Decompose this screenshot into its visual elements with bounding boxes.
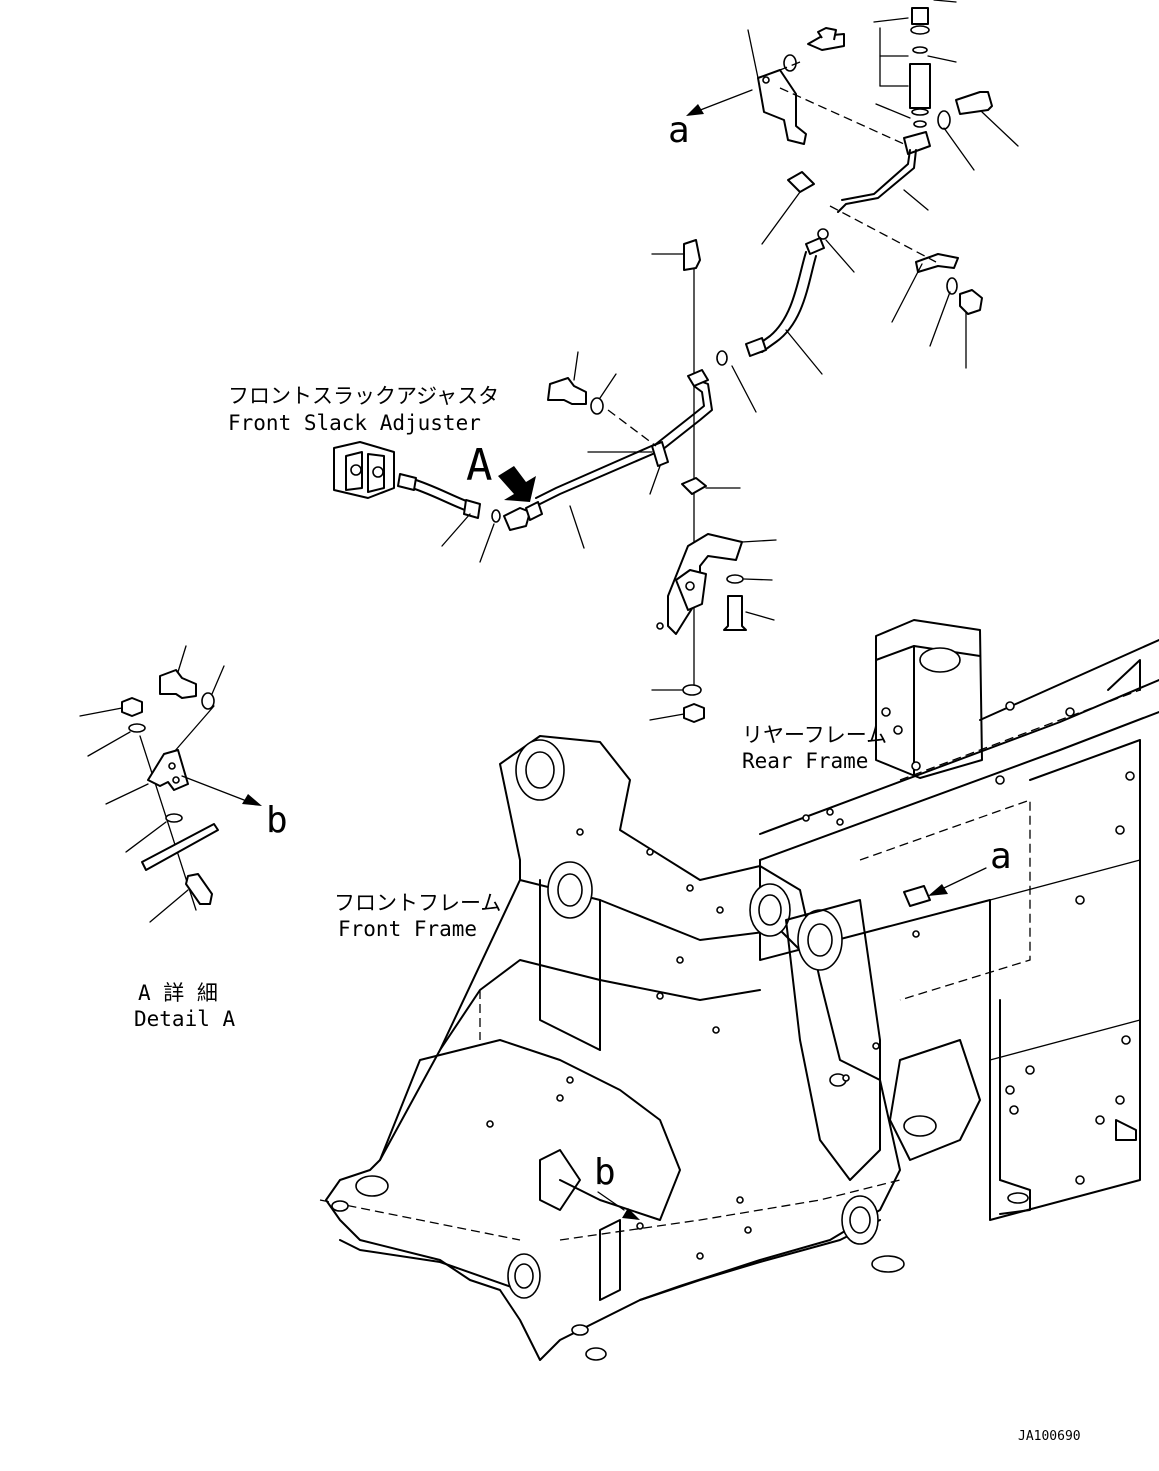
ref-a-upper: a	[668, 110, 690, 151]
tee-block	[903, 131, 931, 155]
washer-bottom-mid	[682, 684, 702, 696]
front-frame-bolts	[486, 808, 920, 1260]
detail-bracket	[147, 749, 189, 791]
hose-clip-upper	[787, 171, 815, 193]
rear-frame-tower	[875, 619, 983, 779]
connector-stack	[909, 7, 931, 128]
view-marker-a: A	[466, 440, 493, 491]
clip-top-mid	[683, 239, 701, 271]
arrow-b-frame	[622, 1208, 640, 1220]
rear-frame-label-jp: リヤーフレーム	[742, 723, 887, 747]
front-frame-label-en: Front Frame	[338, 917, 477, 941]
clip-small-mid	[681, 477, 707, 495]
rear-frame-body	[759, 679, 1159, 835]
rigid-tube-upper	[837, 149, 917, 213]
leader-lines-upper	[731, 0, 1019, 413]
middle-tube-group	[535, 239, 777, 723]
arrow-b-detail	[242, 794, 262, 806]
mounting-bracket-upper	[757, 69, 807, 145]
front-frame-bosses	[331, 739, 937, 1361]
detail-strip	[141, 823, 219, 871]
ref-a-frame: a	[990, 836, 1012, 877]
washer-right	[937, 110, 951, 130]
frame-bracket-a	[903, 885, 931, 907]
detail-label-en: Detail A	[134, 1007, 236, 1031]
clamp-mid	[651, 441, 669, 467]
rear-frame-bolts	[881, 701, 1135, 1185]
fitting-slack-adjuster	[503, 507, 531, 531]
ref-b-detail: b	[266, 800, 288, 841]
detail-clip	[185, 873, 213, 905]
o-ring-mid	[716, 350, 728, 366]
bolt-top	[807, 27, 845, 51]
arrow-a-frame	[928, 884, 948, 896]
front-frame-body	[325, 735, 901, 1361]
front-slack-adjuster-group: フロントスラックアジャスタ Front Slack Adjuster A	[228, 384, 585, 563]
detail-label-jp: A 詳 細	[138, 981, 218, 1005]
machine-frames: リヤーフレーム Rear Frame フロントフレーム Front Frame …	[319, 619, 1159, 1361]
detail-nut	[121, 697, 143, 717]
ref-b-frame: b	[594, 1152, 616, 1193]
upper-fittings-group: a	[668, 0, 1019, 413]
detail-washer	[128, 723, 146, 733]
flex-hose-upper	[755, 251, 807, 347]
detail-washer-low	[165, 813, 183, 823]
slack-adjuster-label-en: Front Slack Adjuster	[228, 411, 481, 435]
washer-bracket	[726, 574, 744, 584]
slack-adjuster-label-jp: フロントスラックアジャスタ	[228, 384, 499, 408]
washer-top	[783, 54, 797, 72]
clamp-right	[915, 253, 959, 273]
rigid-tube-long	[539, 377, 713, 505]
bolt-right	[955, 91, 993, 115]
arrow-a-upper	[686, 104, 704, 116]
washer-mid	[590, 397, 604, 415]
detail-washer-top	[201, 692, 215, 710]
detail-a-group: b A 詳 細 Detail A	[79, 645, 288, 1031]
rear-frame-label-en: Rear Frame	[742, 749, 868, 773]
drawing-code: JA100690	[1018, 1429, 1081, 1444]
bolt-bracket	[723, 595, 747, 631]
nut-right	[959, 289, 983, 315]
front-frame-label-jp: フロントフレーム	[334, 891, 501, 915]
nut-bottom-mid	[683, 703, 705, 723]
front-frame-link	[785, 899, 881, 1181]
detail-bolt	[159, 669, 197, 699]
bolt-mid	[547, 377, 587, 405]
view-arrow-icon	[498, 466, 536, 502]
